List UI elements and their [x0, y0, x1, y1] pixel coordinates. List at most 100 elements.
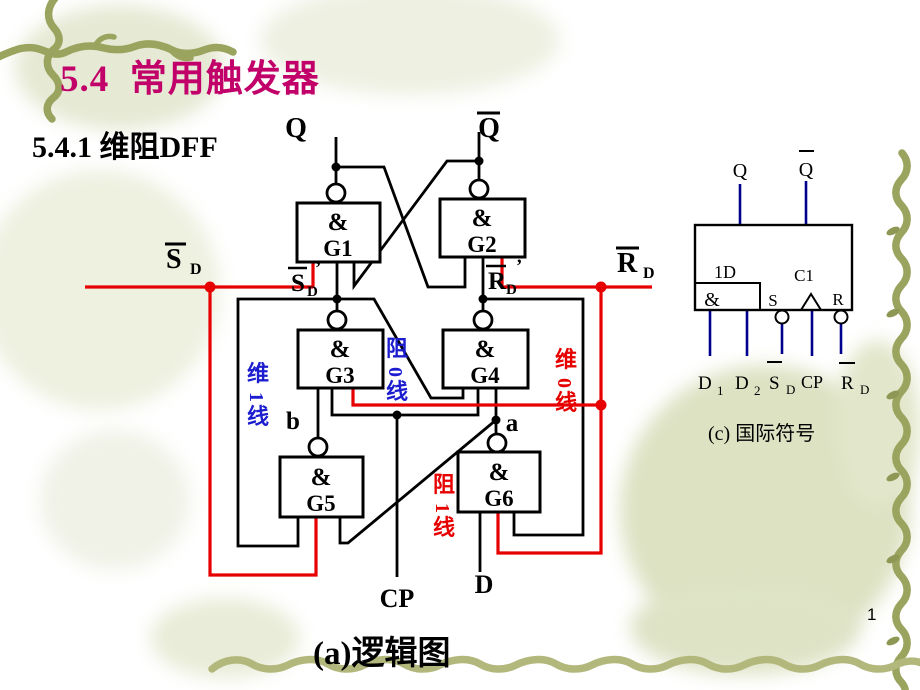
gate-g2-bubble: [468, 178, 490, 200]
svg-text:0: 0: [384, 367, 406, 377]
wire-q-cross-to-g2: [336, 165, 467, 289]
wire-sdp-diag-to-g4: [337, 297, 465, 400]
svg-text:阻: 阻: [386, 336, 408, 361]
red-hold1-line: [208, 287, 318, 577]
gate-g3-id: G3: [325, 363, 354, 388]
symbol-pin-rd: R: [841, 373, 854, 394]
gate-g1-bubble: [325, 182, 347, 204]
symbol-pin-cp: CP: [801, 372, 823, 392]
svg-text:维: 维: [555, 347, 577, 372]
symbol-q-label: Q: [733, 160, 748, 182]
wire-rdp-loop-to-g6: [483, 297, 585, 537]
gate-g6-amp: &: [489, 459, 510, 486]
gate-g3: & G3: [296, 309, 385, 390]
section-subtitle: 5.4.1 维阻DFF: [32, 131, 218, 164]
net-rdp-label: R: [488, 268, 507, 295]
net-sdp-sub: D: [307, 284, 318, 300]
pin-rd-sub: D: [643, 265, 655, 282]
symbol-io-lines: [708, 181, 843, 356]
pin-sd-sub: D: [190, 261, 202, 278]
gate-g6: & G6: [456, 432, 542, 514]
symbol-pin-rd-sub: D: [860, 382, 869, 397]
wire-label-hold1: 维 1 线: [245, 361, 269, 429]
gate-g2-amp: &: [472, 205, 493, 232]
net-sdp-label: S: [291, 270, 305, 297]
symbol-pin-d1-sub: 1: [717, 383, 724, 398]
gate-g1: & G1: [295, 182, 382, 264]
symbol-clock-triangle: [800, 292, 822, 311]
symbol-r-bubble: [833, 309, 849, 325]
net-rdp-sub: D: [506, 282, 517, 298]
red-block1-line: [496, 287, 603, 555]
wire-label-block0: 阻 0 线: [384, 336, 408, 404]
logic-red-wires: [85, 257, 652, 577]
wire-label-hold0: 维 0 线: [553, 347, 577, 415]
svg-text:1: 1: [245, 392, 267, 402]
gate-g5-bubble: [307, 436, 329, 458]
page-number: 1: [867, 605, 877, 624]
symbol-pin-d2-sub: 2: [754, 383, 761, 398]
gate-g4-amp: &: [475, 336, 496, 363]
svg-text:线: 线: [433, 515, 455, 540]
gate-g5: & G5: [278, 436, 365, 519]
gate-g4-bubble: [472, 309, 494, 331]
symbol-1d-label: 1D: [714, 262, 736, 282]
symbol-pin-d1: D: [698, 373, 712, 394]
pin-sd-label: S: [166, 244, 182, 275]
wire-a-diag-to-g5: [338, 418, 497, 545]
leaf-blob: [260, 0, 560, 95]
net-a-label: a: [506, 410, 519, 437]
page-title: 5.4 常用触发器: [60, 59, 320, 100]
gate-g5-amp: &: [311, 464, 332, 491]
vine-top-hook: [92, 33, 194, 62]
wire-sdp-loop-to-g5: [236, 297, 337, 548]
pin-d-label: D: [475, 570, 494, 599]
gate-g3-bubble: [326, 309, 348, 331]
vine-bottom-wave: [208, 655, 920, 673]
net-rdp-prime: ’: [516, 256, 522, 277]
vine-left-stalk: [43, 0, 63, 123]
net-sdp-prime: ’: [315, 258, 321, 279]
gate-g6-id: G6: [484, 486, 513, 511]
logic-diagram-caption: (a)逻辑图: [313, 636, 451, 672]
symbol-diagram-caption: (c) 国际符号: [708, 423, 816, 445]
symbol-s-bubble: [774, 309, 790, 325]
svg-text:阻: 阻: [433, 472, 455, 497]
vine-right-stalk: [892, 149, 911, 690]
pin-cp-label: CP: [380, 584, 415, 613]
symbol-qbar-label: Q: [799, 159, 814, 181]
gate-g3-amp: &: [330, 336, 351, 363]
gates: & G1 & G2 & G3 &: [278, 178, 542, 519]
red-hold0-line: [351, 388, 601, 407]
pin-rd-label: R: [617, 248, 638, 279]
svg-text:线: 线: [247, 404, 269, 429]
gate-g1-amp: &: [328, 209, 349, 236]
symbol-and-partition: [695, 282, 761, 310]
leaf-blob: [0, 170, 220, 410]
svg-text:0: 0: [553, 378, 575, 388]
leaf-blob: [630, 580, 860, 675]
symbol-pin-sd: S: [769, 373, 780, 394]
symbol-s-label: S: [768, 291, 777, 310]
wire-cp-branch: [330, 388, 480, 417]
junction-dots: [331, 156, 501, 425]
logic-labels: Q Q S D R D S D ’ R D ’ b a CP: [165, 111, 655, 613]
logic-diagram: & G1 & G2 & G3 &: [85, 111, 655, 613]
gate-g5-id: G5: [306, 491, 335, 516]
symbol-c1-label: C1: [794, 266, 814, 285]
wire-label-block1: 阻 1 线: [431, 472, 455, 540]
symbol-box: [693, 223, 854, 312]
svg-text:线: 线: [386, 379, 408, 404]
symbol-labels: Q Q 1D & S C1 R D 1 D 2 S D CP R D: [698, 150, 869, 398]
symbol-amp-label: &: [704, 289, 720, 311]
pin-q-label: Q: [285, 113, 307, 144]
leaf-blob: [40, 430, 190, 570]
symbol-pin-d2: D: [735, 373, 749, 394]
symbol-r-label: R: [832, 290, 844, 309]
gate-g1-id: G1: [323, 236, 352, 261]
net-b-label: b: [286, 408, 300, 435]
gate-g6-bubble: [486, 432, 508, 454]
